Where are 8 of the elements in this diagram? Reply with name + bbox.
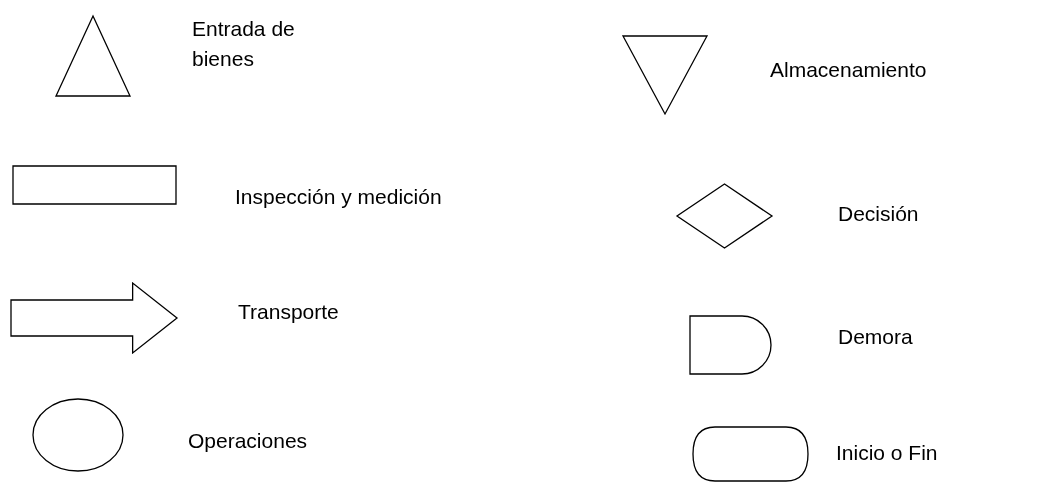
symbol-label: Demora (838, 324, 914, 350)
symbol-label: Entrada de bienes (192, 16, 296, 72)
symbol-label: Almacenamiento (770, 57, 928, 83)
symbol-label: Inspección y medición (235, 184, 443, 210)
symbol-label: Operaciones (188, 428, 309, 454)
symbol-label: Decisión (838, 201, 920, 227)
symbol-label: Transporte (238, 299, 340, 325)
symbol-label: Inicio o Fin (836, 440, 939, 466)
